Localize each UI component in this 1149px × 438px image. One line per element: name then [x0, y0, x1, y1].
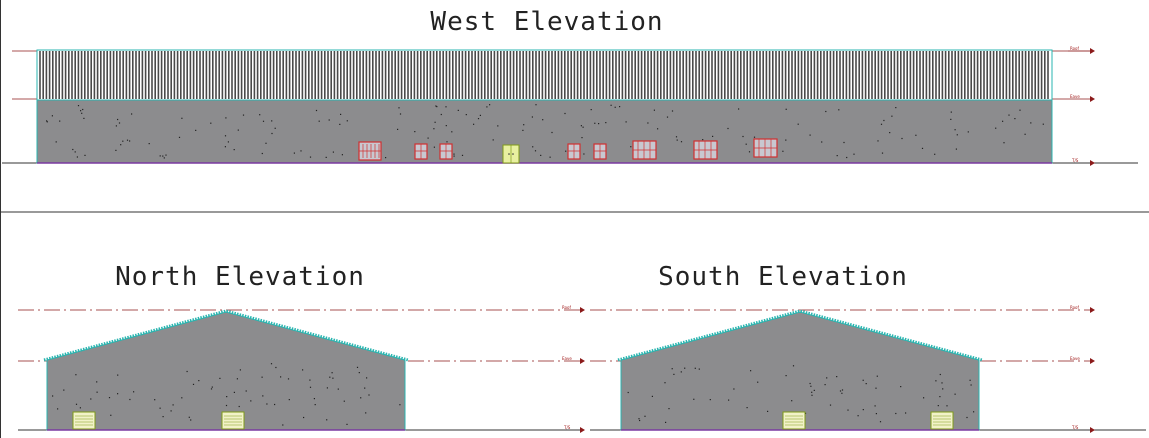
south-eave-level-marker: Eave	[1070, 356, 1095, 364]
south-vent-2	[930, 411, 954, 430]
svg-text:Roof: Roof	[1070, 46, 1079, 51]
south-vent-1	[782, 411, 806, 430]
west-wall	[36, 99, 1053, 164]
svg-text:Roof: Roof	[1070, 305, 1079, 310]
west-window-2	[414, 143, 428, 160]
svg-text:Eave: Eave	[1070, 356, 1080, 361]
north-roof-edge	[43, 309, 409, 362]
west-window-7	[693, 140, 718, 160]
svg-text:Roof: Roof	[562, 305, 571, 310]
north-vent-1	[72, 411, 96, 430]
svg-text:Eave: Eave	[562, 356, 572, 361]
west-window-1	[358, 141, 382, 161]
svg-text:T/S: T/S	[563, 425, 571, 430]
south-elevation-view: South Elevation Roof Eave T/S	[590, 262, 1146, 433]
svg-text:Eave: Eave	[1070, 94, 1080, 99]
west-eave-level-marker: Eave	[1070, 94, 1095, 102]
west-entry-door	[502, 144, 520, 164]
north-grade-level-marker: T/S	[563, 425, 585, 433]
north-vent-2	[221, 411, 245, 430]
south-roof-edge	[617, 309, 983, 362]
west-roof-ribs	[39, 51, 1049, 99]
west-window-4	[567, 143, 581, 160]
south-grade-level-marker: T/S	[1071, 425, 1095, 433]
north-eave-level-marker: Eave	[562, 356, 585, 364]
west-window-6	[632, 140, 657, 160]
west-window-3	[439, 143, 453, 160]
north-elevation-view: North Elevation Roof Eave T/S	[18, 262, 585, 433]
west-window-5	[593, 143, 607, 160]
west-elevation-view: West Elevation Roof Eave T/S	[2, 7, 1138, 166]
south-elevation-title: South Elevation	[658, 262, 908, 292]
west-window-8	[753, 138, 778, 158]
west-elevation-title: West Elevation	[430, 7, 663, 37]
west-roof-level-marker: Roof	[1068, 46, 1095, 54]
north-ridge-level-marker: Roof	[562, 305, 585, 313]
north-elevation-title: North Elevation	[115, 262, 365, 292]
west-grade-level-marker: T/S	[1071, 158, 1095, 166]
west-roof-panel	[36, 49, 1053, 101]
north-wall-texture	[52, 363, 401, 426]
svg-text:T/S: T/S	[1071, 158, 1079, 163]
svg-text:T/S: T/S	[1071, 425, 1079, 430]
south-ridge-level-marker: Roof	[1070, 305, 1095, 313]
